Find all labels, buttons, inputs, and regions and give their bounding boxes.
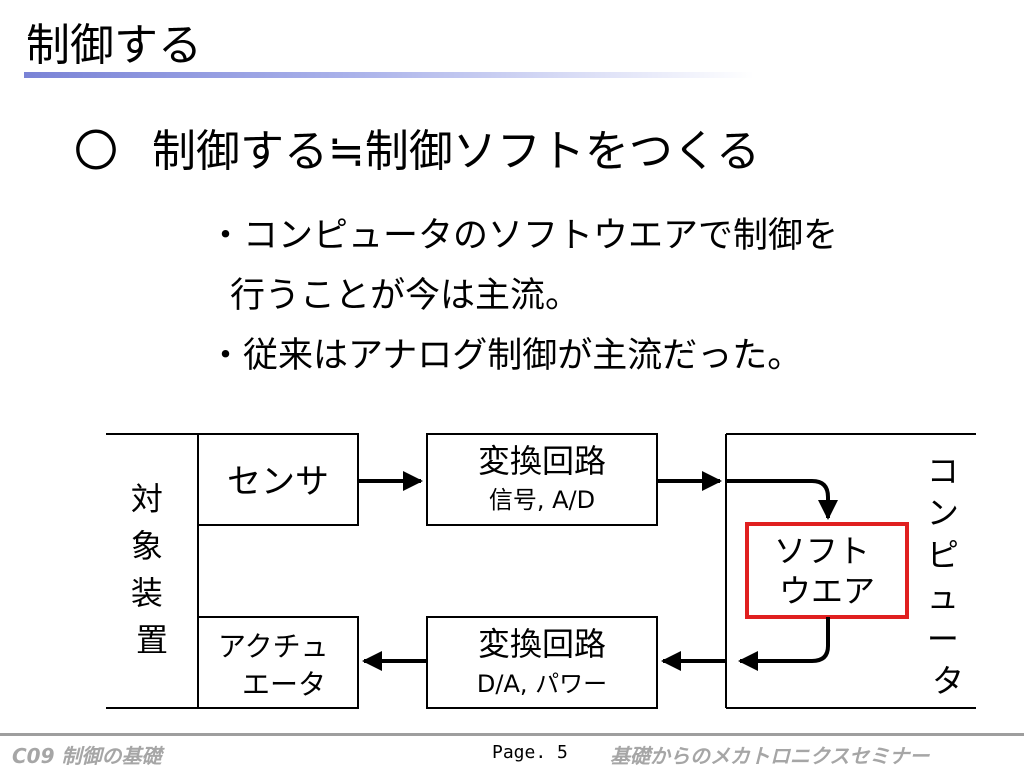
arrow-into-software [726,479,838,520]
sensor-block [197,433,359,526]
footer-seminar-title: 基礎からのメカトロニクスセミナー [610,744,930,768]
input-converter-title: 変換回路 [478,442,606,480]
footer-page-number: Page. 5 [492,742,568,763]
output-converter-block [426,616,658,709]
output-converter-subtitle: D/A, パワー [477,670,607,698]
main-heading-text: 制御する≒制御ソフトをつくる [152,126,761,177]
bullet-item-2: ・従来はアナログ制御が主流だった。 [208,336,803,376]
target-device-label: 対 象 装 置 [131,480,173,659]
software-label: ソフト ウエア [774,532,880,610]
bullet-item-1-continued: 行うことが今は主流。 [230,276,581,316]
arrow-software-out [738,617,830,671]
main-heading: 〇制御する≒制御ソフトをつくる [74,124,760,180]
sensor-label: センサ [227,462,329,502]
title-underline [24,72,754,78]
actuator-label: アクチュ エータ [218,630,338,701]
circle-bullet-icon: 〇 [74,126,118,177]
target-device-block [106,433,199,709]
software-block [745,522,909,619]
output-converter-title: 変換回路 [478,625,606,663]
computer-label: コ ン ピ ュ ー タ [927,452,969,700]
footer-divider [0,733,1024,736]
actuator-block [197,616,359,709]
input-converter-subtitle: 信号, A/D [489,486,595,514]
bullet-item-1: ・コンピュータのソフトウエアで制御を [208,216,839,256]
input-converter-block [426,433,658,526]
footer-course-title: C09 制御の基礎 [12,744,162,768]
slide-title: 制御する [26,20,202,71]
